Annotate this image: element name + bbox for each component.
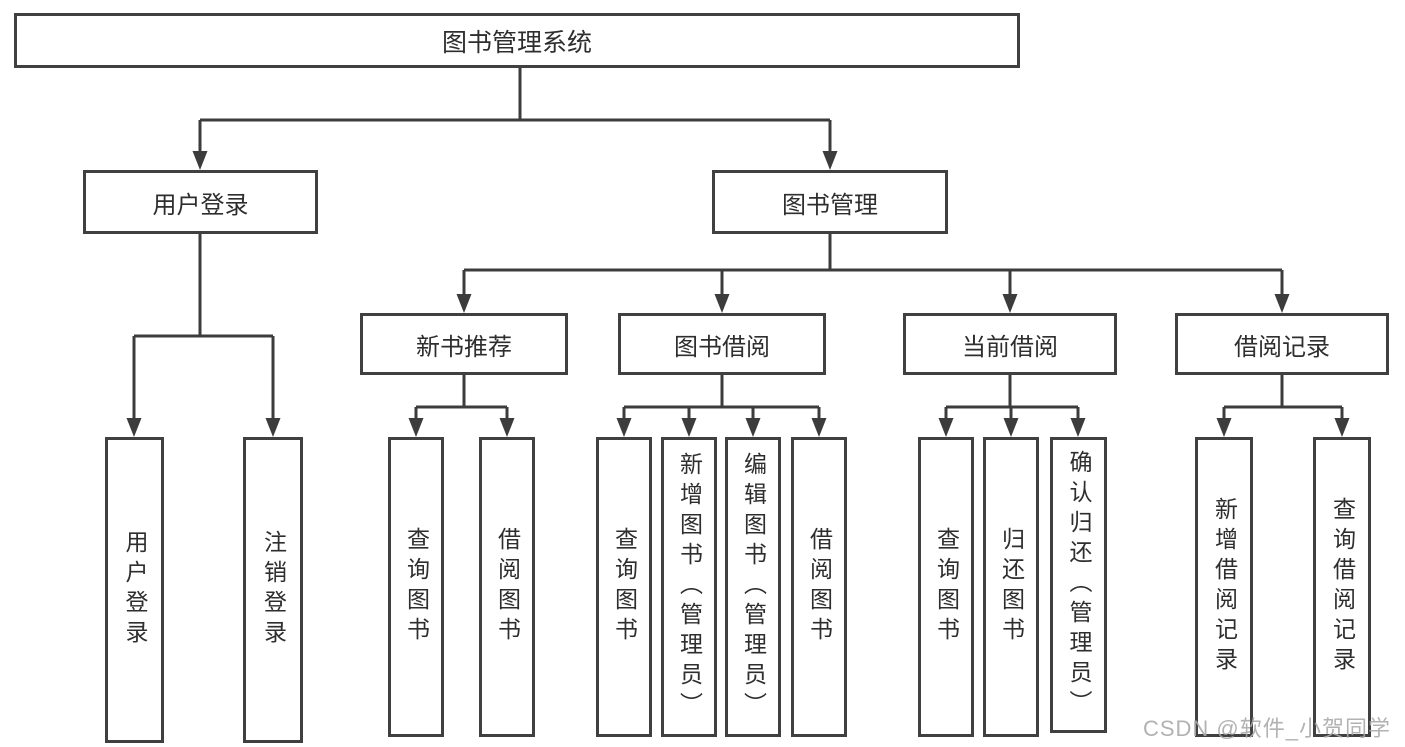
node-user-login: 用户登录	[83, 170, 318, 234]
node-new-book-recommendation: 新书推荐	[360, 313, 568, 375]
leaf-query-books-borrowing: 查询图书	[596, 437, 652, 737]
node-book-management: 图书管理	[712, 170, 948, 234]
leaf-borrow-books-recommend: 借阅图书	[479, 437, 535, 737]
leaf-query-books-recommend: 查询图书	[388, 437, 444, 737]
leaf-query-borrow-record: 查询借阅记录	[1313, 437, 1371, 737]
node-book-borrowing: 图书借阅	[618, 313, 826, 375]
leaf-add-book-admin: 新增图书（管理员）	[661, 437, 717, 737]
node-borrowing-records: 借阅记录	[1175, 313, 1389, 375]
leaf-borrow-books-borrowing: 借阅图书	[791, 437, 847, 737]
leaf-user-login: 用户登录	[105, 437, 164, 743]
watermark: CSDN @软件_小贺同学	[1142, 716, 1391, 741]
node-library-management-system: 图书管理系统	[14, 13, 1020, 68]
leaf-logout: 注销登录	[243, 437, 303, 743]
leaf-return-book: 归还图书	[983, 437, 1039, 737]
leaf-confirm-return-admin: 确认归还（管理员）	[1050, 437, 1107, 733]
node-current-borrowing: 当前借阅	[903, 313, 1117, 375]
leaf-add-borrow-record: 新增借阅记录	[1195, 437, 1253, 737]
leaf-query-books-current: 查询图书	[918, 437, 974, 737]
leaf-edit-book-admin: 编辑图书（管理员）	[725, 437, 781, 737]
